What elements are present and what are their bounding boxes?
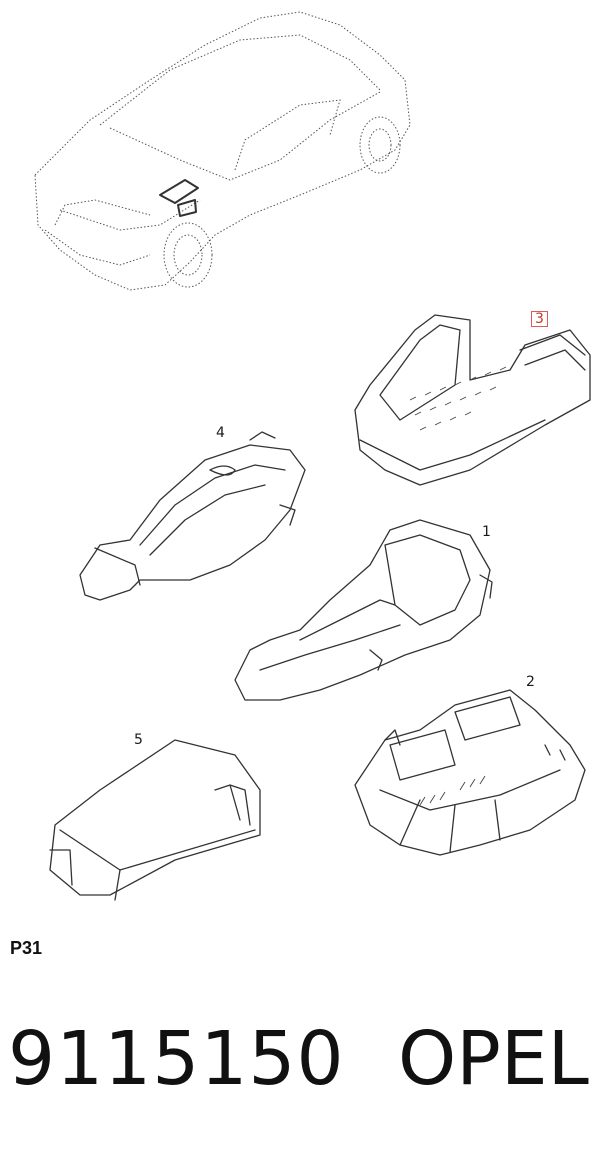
part-5-lid (49, 739, 261, 901)
brand-name: OPEL (398, 1016, 589, 1102)
vehicle-illustration (34, 11, 411, 291)
part-2-relay-housing (354, 689, 586, 856)
callout-4: 4 (216, 425, 225, 441)
callout-5: 5 (134, 732, 143, 748)
part-1-bracket (234, 519, 493, 701)
part-3-fuse-box-base (354, 314, 591, 486)
callout-2: 2 (526, 674, 535, 690)
part-4-cover (79, 431, 306, 601)
exploded-parts-diagram (34, 11, 591, 901)
page-code: P31 (10, 938, 43, 958)
callout-3-highlighted[interactable]: 3 (531, 311, 548, 327)
part-number: 9115150 (8, 1016, 345, 1102)
callout-1: 1 (482, 524, 491, 540)
